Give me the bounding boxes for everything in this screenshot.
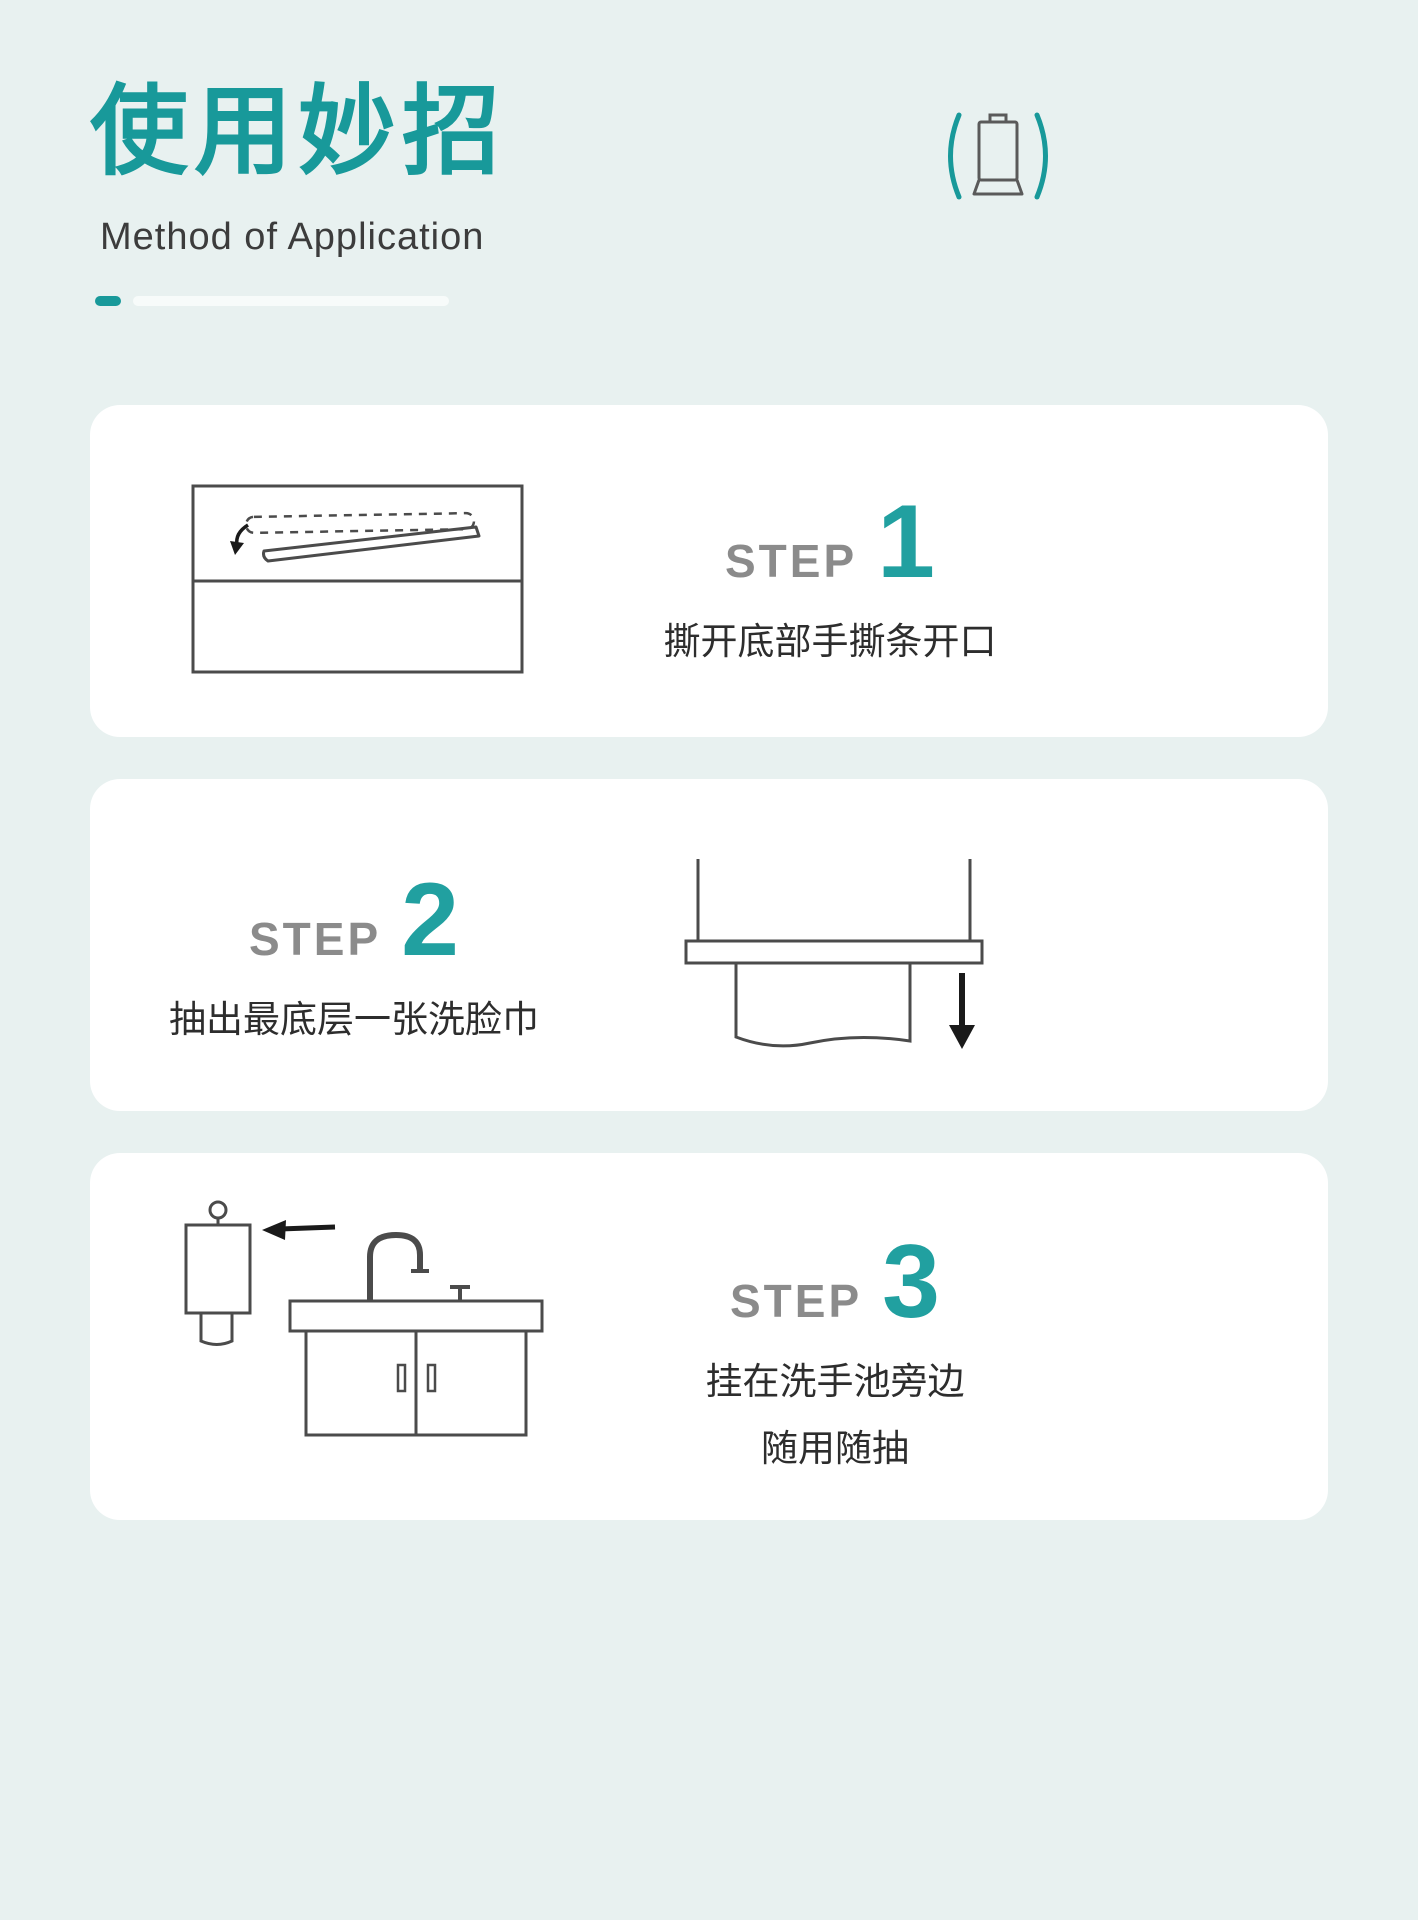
step-2-heading: STEP 2 (249, 862, 459, 978)
step-card-3: STEP 3 挂在洗手池旁边 随用随抽 (90, 1153, 1328, 1520)
step-1-block: STEP 1 撕开底部手撕条开口 (630, 484, 1030, 675)
step-2-text: 抽出最底层一张洗脸巾 (169, 998, 539, 1040)
step-3-text-line2: 随用随抽 (761, 1427, 909, 1469)
step-card-1: STEP 1 撕开底部手撕条开口 (90, 405, 1328, 737)
hang-by-sink-illustration (170, 1197, 550, 1442)
step-1-heading: STEP 1 (725, 484, 935, 600)
step-2-number: 2 (401, 862, 459, 978)
step-2-block: STEP 2 抽出最底层一张洗脸巾 (154, 862, 554, 1053)
step-1-label: STEP (725, 535, 858, 587)
pull-tissue-illustration (678, 855, 990, 1059)
step-card-2: STEP 2 抽出最底层一张洗脸巾 (90, 779, 1328, 1111)
step-3-block: STEP 3 挂在洗手池旁边 随用随抽 (635, 1224, 1035, 1481)
header-divider (95, 296, 449, 306)
step-1-text: 撕开底部手撕条开口 (663, 620, 997, 662)
step-2-label: STEP (249, 913, 382, 965)
divider-line (133, 296, 449, 306)
divider-dash (95, 296, 121, 306)
tear-strip-illustration (190, 483, 525, 675)
step-3-number: 3 (882, 1224, 940, 1340)
step-1-number: 1 (877, 484, 935, 600)
tissue-pack-icon (938, 110, 1058, 202)
step-3-heading: STEP 3 (730, 1224, 940, 1340)
page-title: 使用妙招 (90, 76, 507, 186)
step-3-label: STEP (730, 1275, 863, 1327)
page-subtitle: Method of Application (100, 216, 485, 258)
step-3-text-line1: 挂在洗手池旁边 (705, 1360, 965, 1402)
